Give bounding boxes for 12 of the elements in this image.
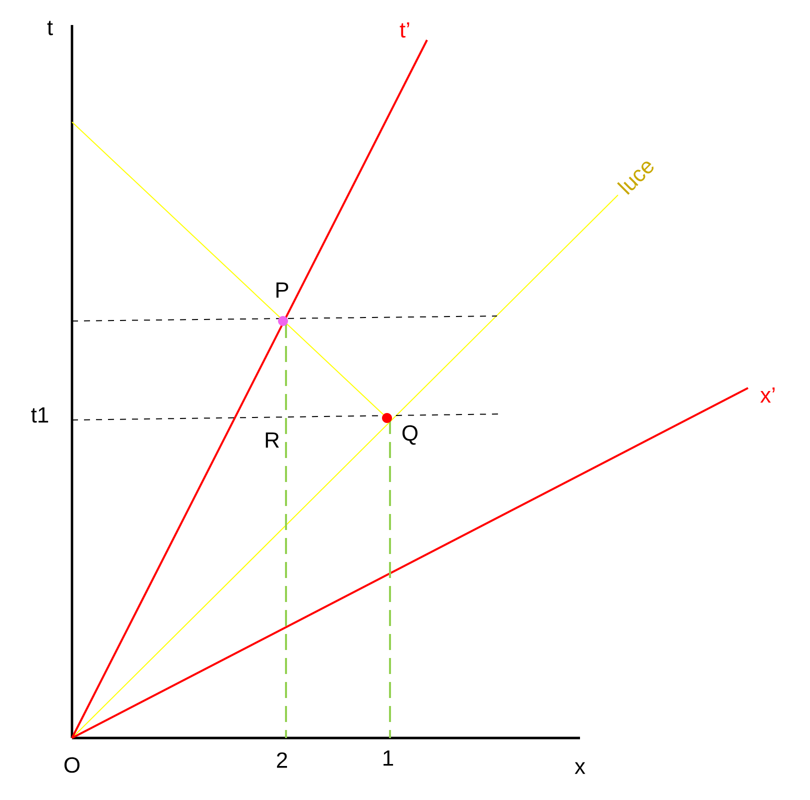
axis-label: O [64,757,80,773]
axis-label: 1 [384,750,394,766]
axis-label: t1 [31,407,48,423]
axis-label: Q [402,425,418,445]
axis-label: t’ [400,22,410,38]
axis-label: 2 [276,752,288,768]
axis-label: t [47,20,53,36]
axis-label: R [266,432,279,448]
axis-label: P [276,282,288,298]
axis-label: luce [617,162,654,195]
axis-label: x [574,762,586,774]
axis-label: x’ [760,387,775,403]
